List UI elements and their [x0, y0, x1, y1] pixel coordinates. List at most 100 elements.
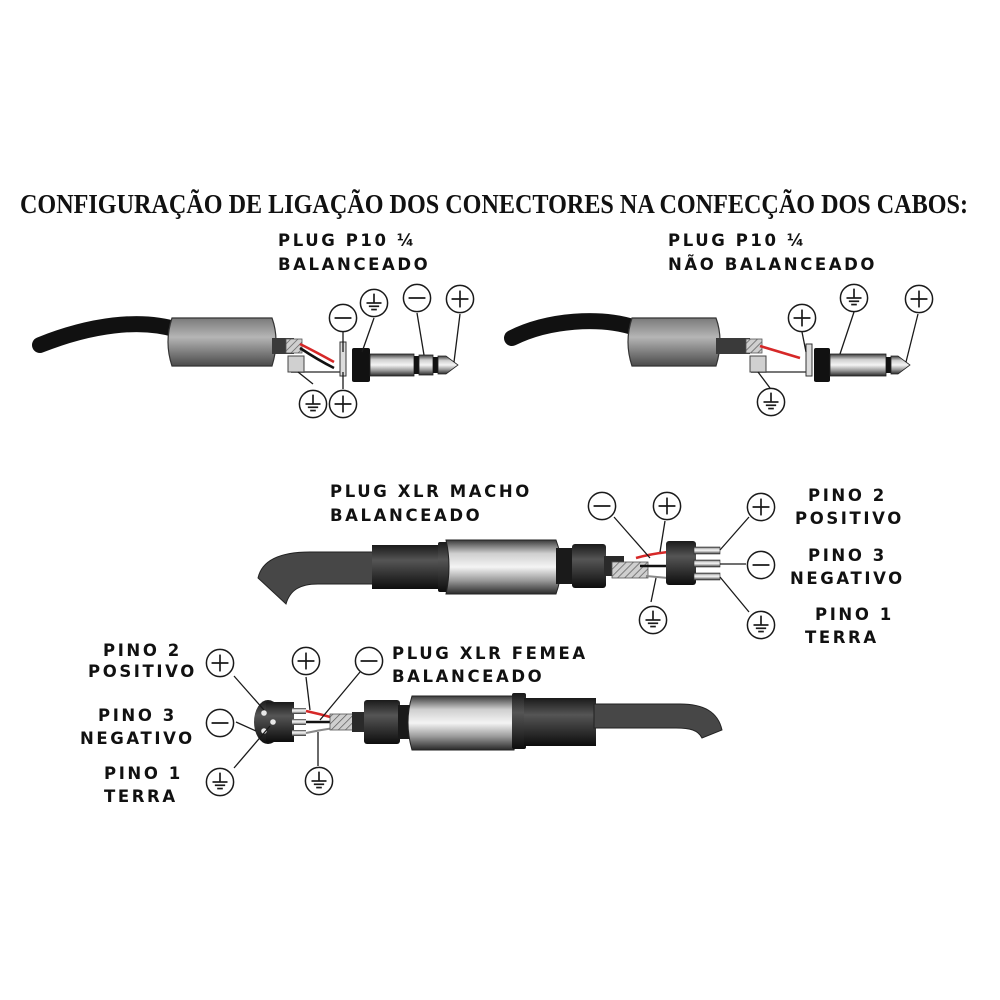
p10-balanced-plug-body [352, 348, 370, 382]
xlr-male-leader-pin1 [719, 576, 750, 613]
xlr-male-leader-minus [613, 516, 651, 559]
xlr-male-wire-positive [635, 550, 669, 560]
p10-balanced-leader-ground-top [361, 317, 375, 353]
plus-icon [205, 648, 235, 678]
p10-unbalanced-solder-tab [805, 343, 813, 377]
xlr-male-label-line2: BALANCEADO [330, 506, 482, 525]
p10-balanced-tip-insulator [433, 357, 438, 373]
p10-unbalanced-shield-braid [745, 338, 763, 354]
xlr-female-cup-3 [292, 719, 306, 725]
xlr-male-leader-ground [650, 577, 657, 603]
plus-icon [746, 492, 776, 522]
ground-icon [638, 605, 668, 635]
p10-unbalanced-ground-lug [749, 355, 767, 373]
xlr-female-cable [593, 703, 723, 739]
p10-balanced-shield-braid [285, 338, 303, 354]
p10-unbalanced-wire-positive [759, 344, 801, 360]
xlr-female-pin3-name: PINO 3 [98, 706, 177, 725]
xlr-female-leader-pin1 [233, 725, 271, 769]
xlr-female-cup-1 [292, 730, 306, 736]
xlr-male-collar [556, 548, 574, 584]
p10-balanced-wire-negative [299, 346, 335, 370]
p10-balanced-ground-lug [287, 355, 305, 373]
ground-icon [746, 610, 776, 640]
p10-unbalanced-tip [890, 355, 911, 375]
xlr-male-pin1-name: PINO 1 [815, 605, 894, 624]
ground-icon [304, 766, 334, 796]
p10-unbalanced-plug-shaft [829, 353, 887, 377]
xlr-female-shield-braid [329, 713, 355, 731]
p10-balanced-leader-plus [453, 313, 461, 363]
xlr-female-nut [364, 700, 400, 744]
p10-balanced-tip [437, 355, 459, 375]
p10-unbalanced-leader-plus-left [801, 331, 807, 353]
p10-unbalanced-label-line2: NÃO BALANCEADO [668, 255, 877, 274]
xlr-female-pin2-name: PINO 2 [103, 641, 182, 660]
plus-icon [904, 284, 934, 314]
xlr-male-shield-braid [611, 561, 649, 579]
xlr-female-leader-plus [305, 676, 311, 711]
p10-unbalanced-tip-insulator [886, 357, 891, 373]
xlr-female-pin1-role: TERRA [104, 787, 178, 806]
xlr-female-boot-ridge [512, 693, 526, 749]
xlr-female-socket-2 [261, 710, 267, 716]
p10-balanced-sleeve [167, 317, 277, 367]
p10-balanced-wire-positive [299, 342, 335, 364]
minus-icon [587, 491, 617, 521]
p10-balanced-plug-shaft [369, 353, 415, 377]
p10-unbalanced-sleeve [627, 317, 721, 367]
xlr-female-boot [524, 698, 596, 746]
ground-icon [839, 283, 869, 313]
plus-icon [328, 389, 358, 419]
p10-balanced-cable [32, 316, 186, 353]
xlr-male-nut [572, 544, 606, 588]
plus-icon [445, 284, 475, 314]
xlr-male-pin3-role: NEGATIVO [790, 569, 905, 588]
xlr-male-pin2-name: PINO 2 [808, 486, 887, 505]
ground-icon [359, 288, 389, 318]
minus-icon [402, 283, 432, 313]
p10-balanced-leader-ground-bottom [297, 371, 314, 385]
p10-unbalanced-cable-end [716, 338, 750, 354]
plus-icon [787, 303, 817, 333]
minus-icon [354, 646, 384, 676]
xlr-female-body [407, 695, 518, 751]
xlr-male-leader-pin2 [719, 516, 750, 551]
p10-balanced-leader-minus-right [416, 312, 425, 356]
xlr-female-cup-2 [292, 708, 306, 714]
xlr-male-cable [257, 551, 381, 605]
xlr-male-boot [372, 545, 440, 589]
xlr-female-pin1-name: PINO 1 [104, 764, 183, 783]
xlr-male-pin3-name: PINO 3 [808, 546, 887, 565]
p10-balanced-ring [418, 354, 434, 376]
xlr-male-label-line1: PLUG XLR MACHO [330, 482, 532, 501]
plus-icon [291, 646, 321, 676]
xlr-male-body [445, 539, 562, 595]
xlr-male-pin3 [693, 559, 721, 568]
ground-icon [298, 389, 328, 419]
p10-unbalanced-label-line1: PLUG P10 ¼ [668, 231, 807, 250]
p10-balanced-group: PLUG P10 ¼ BALANCEADO [32, 231, 475, 419]
xlr-female-leader-pin3 [235, 721, 257, 732]
xlr-female-label-line1: PLUG XLR FEMEA [392, 644, 588, 663]
xlr-male-group: PLUG XLR MACHO BALANCEADO PINO 2 POSITIV… [257, 482, 905, 647]
p10-unbalanced-cable [504, 313, 644, 346]
xlr-female-pin3-role: NEGATIVO [80, 729, 195, 748]
xlr-male-wire-ground [645, 575, 669, 579]
minus-icon [328, 303, 358, 333]
p10-unbalanced-leader-ground-bottom [757, 371, 771, 389]
xlr-female-leader-pin2 [233, 675, 265, 711]
xlr-male-pin2-role: POSITIVO [795, 509, 904, 528]
minus-icon [205, 708, 235, 738]
page-title: CONFIGURAÇÃO DE LIGAÇÃO DOS CONECTORES N… [20, 189, 968, 219]
p10-balanced-label-line2: BALANCEADO [278, 255, 430, 274]
xlr-male-pin1-role: TERRA [805, 628, 879, 647]
xlr-female-group: PLUG XLR FEMEA BALANCEADO PINO 2 POSITIV… [80, 641, 723, 806]
xlr-female-pin2-role: POSITIVO [88, 662, 197, 681]
xlr-female-cable-end [352, 712, 366, 732]
ground-icon [205, 767, 235, 797]
xlr-male-pin1 [693, 572, 721, 581]
p10-unbalanced-plug-body [814, 348, 830, 382]
